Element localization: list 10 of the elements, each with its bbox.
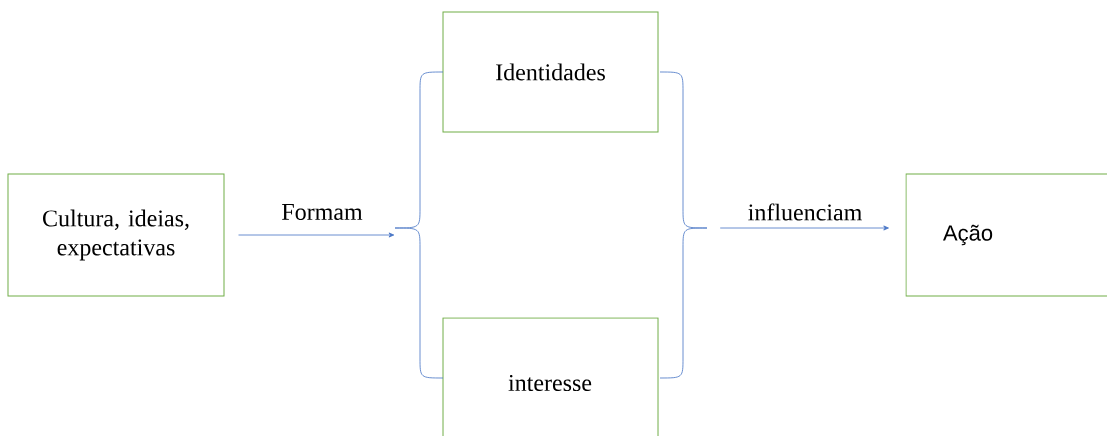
- arrow: [719, 225, 889, 231]
- process-box: interesse: [442, 317, 659, 436]
- process-box: Identidades: [442, 11, 659, 133]
- edge-label: Formam: [282, 204, 363, 220]
- brace: [394, 71, 444, 379]
- brace: [659, 71, 708, 379]
- process-box: Cultura, ideias, expectativas: [7, 173, 225, 297]
- process-box: Ação: [905, 173, 1107, 297]
- arrow: [238, 232, 395, 238]
- edge-label: influenciam: [748, 203, 862, 221]
